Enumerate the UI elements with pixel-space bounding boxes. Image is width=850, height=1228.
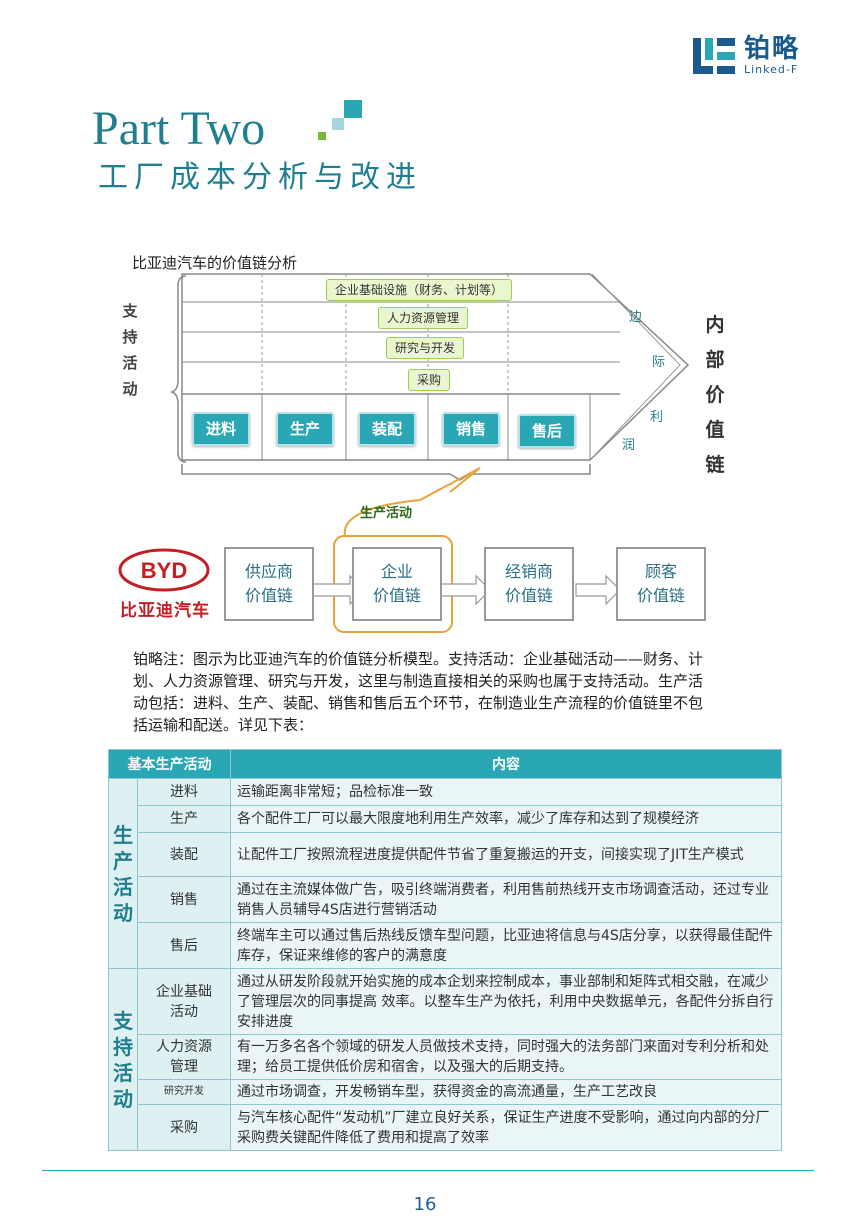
table-row-content: 各个配件工厂可以最大限度地利用生产效率，减少了库存和达到了规模经济: [230, 805, 782, 833]
inner-value-chain-label: 内 部 价 值 链: [702, 308, 728, 483]
chain-box-line: 供应商: [244, 562, 293, 581]
margin-char: 边: [629, 310, 643, 325]
table-row-label: 装配: [137, 832, 231, 877]
inner-label-char: 值: [705, 419, 725, 441]
primary-activity-aftersales: 售后: [518, 414, 576, 448]
table-row-label: 研究开发: [137, 1079, 231, 1105]
svg-text:BYD: BYD: [141, 558, 187, 583]
table-row: 采购 与汽车核心配件“发动机”厂建立良好关系，保证生产进度不受影响，通过向内部的…: [109, 1104, 782, 1151]
table-group-production: 生产活动: [108, 778, 138, 969]
table-row-label: 采购: [137, 1104, 231, 1151]
decorative-squares-icon: [318, 100, 362, 140]
table-row-content: 运输距离非常短；品检标准一致: [230, 778, 782, 806]
table-group-support: 支持活动: [108, 968, 138, 1151]
primary-activity-production: 生产: [276, 412, 334, 446]
chain-box-line: 价值链: [636, 586, 685, 605]
support-label-char: 持: [122, 328, 138, 346]
chain-box-dealer: 经销商 价值链: [484, 547, 574, 621]
brand-logo-icon: [693, 38, 735, 74]
row-label-text: 企业基础活动: [156, 983, 212, 1020]
brand-name: 铂略: [744, 34, 801, 64]
chain-box-line: 价值链: [372, 586, 421, 605]
table-row-content: 通过市场调查，开发畅销车型，获得资金的高流通量，生产工艺改良: [230, 1079, 782, 1105]
table-row: 装配 让配件工厂按照流程进度提供配件节省了重复搬运的开支，间接实现了JIT生产模…: [109, 832, 782, 877]
chain-box-line: 价值链: [504, 586, 553, 605]
note-paragraph: 铂略注：图示为比亚迪汽车的价值链分析模型。支持活动：企业基础活动——财务、计划、…: [133, 650, 704, 734]
table-header-group: 基本生产活动: [108, 749, 231, 779]
primary-activity-sales: 销售: [442, 412, 500, 446]
table-row-content: 让配件工厂按照流程进度提供配件节省了重复搬运的开支，间接实现了JIT生产模式: [230, 832, 782, 877]
inner-label-char: 部: [705, 349, 725, 371]
primary-activity-inbound: 进料: [192, 412, 250, 446]
table-row-label: 销售: [137, 876, 231, 923]
table-row: 生产 各个配件工厂可以最大限度地利用生产效率，减少了库存和达到了规模经济: [109, 805, 782, 833]
table-row: 生产活动 进料 运输距离非常短；品检标准一致: [108, 778, 782, 969]
group-label: 支持活动: [113, 1008, 133, 1111]
table-header-row: 基本生产活动 内容: [108, 749, 782, 779]
production-activity-label: 生产活动: [360, 506, 413, 521]
table-row: 人力资源管理 有一万多名各个领域的研发人员做技术支持，同时强大的法务部门来面对专…: [109, 1034, 782, 1080]
byd-logo-icon: BYD: [118, 548, 210, 592]
chain-box-line: 经销商: [504, 562, 553, 581]
activity-table: 基本生产活动 内容 生产活动 进料 运输距离非常短；品检标准一致 生产 各个配件…: [108, 749, 782, 1151]
table-row: 销售 通过在主流媒体做广告，吸引终端消费者，利用售前热线开支市场调查活动，还过专…: [109, 876, 782, 923]
margin-char: 润: [622, 438, 636, 453]
chain-box-supplier: 供应商 价值链: [224, 547, 314, 621]
margin-char: 际: [652, 355, 666, 370]
page-title: Part Two: [92, 102, 266, 155]
table-row-label: 企业基础活动: [137, 968, 231, 1035]
table-row-content: 有一万多名各个领域的研发人员做技术支持，同时强大的法务部门来面对专利分析和处理；…: [230, 1034, 782, 1080]
support-label: 支 持 活 动: [120, 298, 140, 402]
row-label-text: 人力资源管理: [156, 1039, 212, 1075]
page-number: 16: [413, 1194, 437, 1215]
table-row-label: 进料: [137, 778, 231, 806]
brand-name-en: Linked-F: [744, 63, 799, 76]
table-row-content: 与汽车核心配件“发动机”厂建立良好关系，保证生产进度不受影响，通过向内部的分厂采…: [230, 1104, 782, 1151]
support-activity-procurement: 采购: [408, 369, 451, 391]
chain-box-enterprise: 企业 价值链: [352, 547, 442, 621]
support-activity-hr: 人力资源管理: [378, 307, 469, 329]
group-label: 生产活动: [113, 822, 133, 925]
support-activity-rnd: 研究与开发: [386, 337, 465, 359]
table-row: 支持活动 企业基础活动 通过从研发阶段就开始实施的成本企划来控制成本，事业部制和…: [108, 968, 782, 1151]
chain-box-line: 价值链: [244, 586, 293, 605]
page-subtitle: 工厂成本分析与改进: [98, 160, 422, 195]
support-activity-infrastructure: 企业基础设施（财务、计划等）: [326, 279, 513, 301]
table-row: 售后 终端车主可以通过售后热线反馈车型问题，比亚迪将信息与4S店分享，以获得最佳…: [109, 922, 782, 969]
diagram-title: 比亚迪汽车的价值链分析: [132, 254, 298, 272]
inner-label-char: 内: [705, 314, 725, 336]
table-row-content: 通过在主流媒体做广告，吸引终端消费者，利用售前热线开支市场调查活动，还过专业销售…: [230, 876, 782, 923]
table-row-content: 终端车主可以通过售后热线反馈车型问题，比亚迪将信息与4S店分享，以获得最佳配件库…: [230, 922, 782, 969]
chain-box-customer: 顾客 价值链: [616, 547, 706, 621]
table-row-label: 生产: [137, 805, 231, 833]
primary-activity-assembly: 装配: [358, 412, 416, 446]
support-label-char: 活: [122, 354, 138, 372]
table-row-content: 通过从研发阶段就开始实施的成本企划来控制成本，事业部制和矩阵式相交融，在减少了管…: [230, 968, 782, 1035]
margin-char: 利: [650, 410, 664, 425]
table-row-label: 售后: [137, 922, 231, 969]
inner-label-char: 链: [705, 454, 725, 476]
chain-box-line: 顾客: [644, 562, 677, 581]
support-label-char: 支: [122, 302, 138, 320]
table-row-label: 人力资源管理: [137, 1034, 231, 1080]
byd-brand-text: 比亚迪汽车: [120, 601, 210, 621]
support-label-char: 动: [122, 380, 138, 398]
footer-divider: [42, 1170, 814, 1171]
chain-box-line: 企业: [380, 562, 413, 581]
table-header-content: 内容: [230, 749, 782, 779]
inner-label-char: 价: [705, 384, 725, 406]
table-row: 研究开发 通过市场调查，开发畅销车型，获得资金的高流通量，生产工艺改良: [109, 1079, 782, 1105]
